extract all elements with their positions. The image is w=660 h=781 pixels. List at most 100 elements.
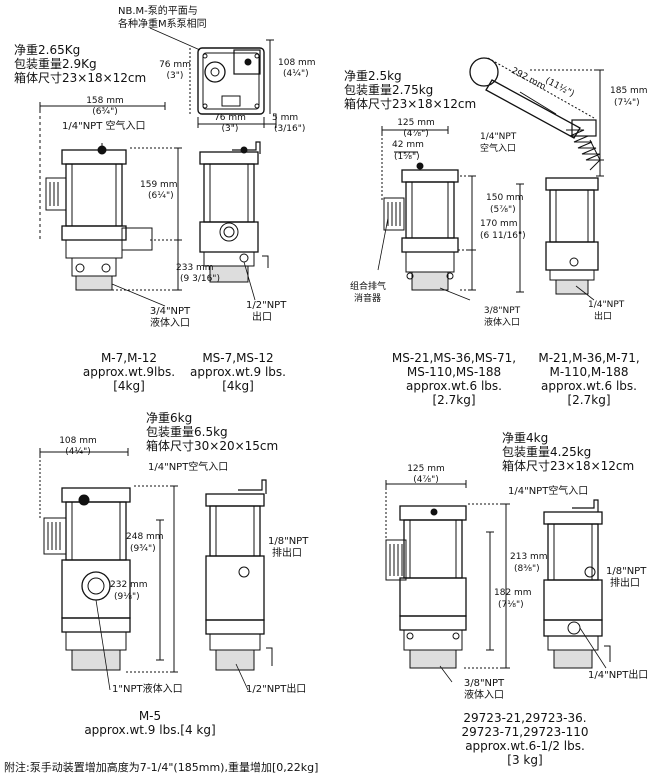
- p2-model-right-line-1: M-21,M-36,M-71,: [538, 351, 640, 365]
- p3-dim-h1: 248 mm: [126, 532, 164, 542]
- p1-dim-h1-in: (6¼"): [148, 191, 174, 201]
- p2-dim-width: 125 mm: [397, 118, 435, 128]
- p4-exhaust-label: 排出口: [610, 578, 640, 589]
- plan-dim-off: 5 mm: [272, 113, 299, 123]
- p3-dim-width-in: (4¼"): [65, 447, 91, 457]
- p1-model-right-kg: [4kg]: [222, 379, 254, 393]
- p2-air-inlet-label: 空气入口: [480, 144, 517, 154]
- p3-net-weight: 净重6kg: [146, 411, 193, 425]
- p1-model-right-weight: approx.wt.9 lbs.: [190, 365, 286, 379]
- p2-dim-h2: 170 mm: [480, 219, 518, 229]
- pump-m5-front-drawing: [39, 448, 178, 691]
- p3-dim-width: 108 mm: [59, 436, 97, 446]
- p2-net-weight: 净重2.5kg: [344, 69, 402, 83]
- footnote: 附注:泵手动装置增加高度为7-1/4"(185mm),重量增加[0,22kg]: [4, 761, 319, 774]
- p3-outlet-label: 1/2"NPT出口: [246, 684, 307, 695]
- p4-net-weight: 净重4kg: [502, 431, 549, 445]
- p2-model-left-line-2: MS-110,MS-188: [406, 365, 502, 379]
- p2-model-right-weight: approx.wt.6 lbs.: [541, 379, 637, 393]
- p1-dim-width: 158 mm: [86, 96, 124, 106]
- p2-dim-lever-height: 185 mm: [610, 86, 648, 96]
- p4-model-line-2: 29723-71,29723-110: [461, 725, 589, 739]
- plan-dim-h2: 108 mm: [278, 58, 316, 68]
- p4-dim-width-in: (4⅞"): [413, 475, 439, 485]
- p1-model-left-weight: approx.wt.9lbs.: [82, 365, 176, 379]
- p2-model-right-line-2: M-110,M-188: [549, 365, 629, 379]
- pump-m7-front-drawing: [39, 102, 182, 307]
- p4-air-inlet-label: 1/4"NPT空气入口: [508, 486, 589, 497]
- plan-dim-w1-in: (3"): [221, 124, 239, 134]
- p1-dim-h2: 233 mm: [176, 263, 214, 273]
- p4-fluid-inlet-label: 液体入口: [464, 690, 504, 701]
- pump-29723-side-drawing: [543, 499, 611, 669]
- p3-dim-h2-in: (9⅛"): [114, 592, 140, 602]
- p4-dim-h1: 213 mm: [510, 552, 548, 562]
- p3-package-weight: 包装重量6.5kg: [146, 425, 228, 439]
- p4-package-weight: 包装重量4.25kg: [502, 445, 592, 459]
- p1-package-weight: 包装重量2.9Kg: [14, 57, 97, 71]
- p4-outlet-label: 1/4"NPT出口: [588, 670, 649, 681]
- p1-fluid-inlet-size: 3/4"NPT: [149, 306, 191, 317]
- p4-model-kg: [3 kg]: [507, 753, 543, 767]
- plan-dim-h1: 76 mm: [159, 60, 191, 70]
- p3-model-name: M-5: [138, 709, 162, 723]
- p4-box-size: 箱体尺寸23×18×12cm: [502, 459, 635, 473]
- plan-dim-off-in: (3/16"): [274, 124, 306, 134]
- p3-fluid-inlet-label: 1"NPT液体入口: [112, 684, 183, 695]
- p1-model-left-name: M-7,M-12: [100, 351, 158, 365]
- p2-dim-h2-in: (6 11/16"): [480, 231, 526, 241]
- p3-dim-h2: 232 mm: [110, 580, 148, 590]
- p2-muffler-line-2: 消音器: [354, 294, 382, 304]
- p2-dim-width-in: (4⅞"): [403, 129, 429, 139]
- p2-outlet-label: 出口: [594, 312, 613, 322]
- p4-fluid-inlet-size: 3/8"NPT: [463, 678, 505, 689]
- p3-model-weight: approx.wt.9 lbs.[4 kg]: [84, 723, 216, 737]
- p2-box-size: 箱体尺寸23×18×12cm: [344, 97, 477, 111]
- plan-dim-h2-in: (4¼"): [283, 69, 309, 79]
- p1-outlet-size: 1/2"NPT: [246, 300, 287, 311]
- pump-ms21-front-drawing: [377, 126, 476, 301]
- p3-exhaust-label: 排出口: [272, 548, 302, 559]
- p3-air-inlet-label: 1/4"NPT空气入口: [148, 462, 229, 473]
- plan-dim-w1: 76 mm: [214, 113, 246, 123]
- p4-model-line-1: 29723-21,29723-36.: [463, 711, 587, 725]
- p1-dim-h1: 159 mm: [140, 180, 178, 190]
- p2-air-inlet-size: 1/4"NPT: [480, 132, 517, 142]
- pump-29723-front-drawing: [385, 480, 512, 683]
- p2-outlet-size: 1/4"NPT: [588, 300, 625, 310]
- plan-dim-h1-in: (3"): [166, 71, 184, 81]
- p4-model-weight: approx.wt.6-1/2 lbs.: [465, 739, 585, 753]
- p2-muffler-line-1: 组合排气: [350, 282, 387, 292]
- p1-dim-width-in: (6¾"): [92, 107, 118, 117]
- p2-dim-h1: 150 mm: [486, 193, 524, 203]
- p1-box-size: 箱体尺寸23×18×12cm: [14, 71, 147, 85]
- p2-package-weight: 包装重量2.75kg: [344, 83, 434, 97]
- p4-dim-h1-in: (8⅜"): [514, 564, 540, 574]
- p2-model-right-kg: [2.7kg]: [567, 393, 611, 407]
- p2-model-left-kg: [2.7kg]: [432, 393, 476, 407]
- p3-dim-h1-in: (9¾"): [130, 544, 156, 554]
- p2-dim-lever-height-in: (7¼"): [614, 98, 640, 108]
- p1-model-left-kg: [4kg]: [113, 379, 145, 393]
- p4-exhaust-size: 1/8"NPT: [606, 566, 647, 577]
- p4-dim-h2: 182 mm: [494, 588, 532, 598]
- p1-outlet-label: 出口: [252, 312, 272, 323]
- p2-fluid-inlet-size: 3/8"NPT: [483, 306, 521, 316]
- pump-m21-side-with-lever-drawing: [469, 57, 604, 301]
- p1-model-right-name: MS-7,MS-12: [202, 351, 274, 365]
- p1-dim-h2-in: (9 3/16"): [180, 274, 220, 284]
- p4-dim-width: 125 mm: [407, 464, 445, 474]
- p3-box-size: 箱体尺寸30×20×15cm: [146, 439, 279, 453]
- p2-model-left-weight: approx.wt.6 lbs.: [406, 379, 502, 393]
- p1-net-weight: 净重2.65Kg: [14, 43, 81, 57]
- p2-fluid-inlet-label: 液体入口: [483, 318, 520, 328]
- p4-dim-h2-in: (7⅛"): [498, 600, 524, 610]
- p2-model-left-line-1: MS-21,MS-36,MS-71,: [391, 351, 517, 365]
- plan-note-line-1: NB.M-泵的平面与: [118, 6, 198, 17]
- plan-note-line-2: 各种净重M系泵相同: [118, 19, 207, 30]
- plan-view-drawing: [149, 27, 277, 128]
- p2-dim-h1-in: (5⅞"): [490, 205, 516, 215]
- pump-ms7-side-drawing: [199, 141, 269, 301]
- p2-dim-depth-in: (1⅝"): [394, 152, 420, 162]
